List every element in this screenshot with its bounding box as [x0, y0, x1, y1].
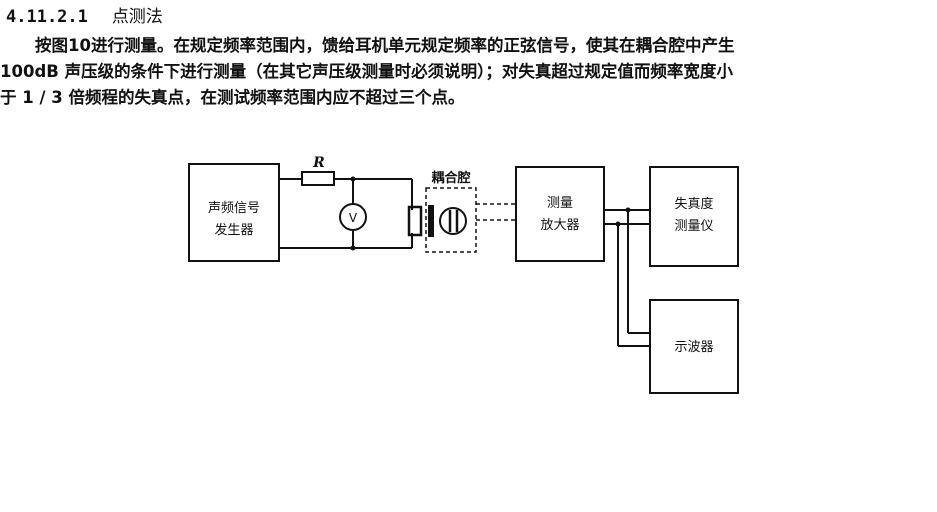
distortion-meter-box — [649, 166, 739, 267]
resistor-symbol — [301, 171, 335, 186]
oscilloscope-block: 示波器 — [649, 299, 739, 394]
top-wire — [279, 171, 413, 210]
signal-generator-box — [188, 163, 280, 262]
coupler-label: 耦合腔 — [431, 170, 470, 186]
oscilloscope-box — [649, 299, 739, 394]
paragraph-line-2: 100dB 声压级的条件下进行测量（在其它声压级测量时必须说明）；对失真超过规定… — [0, 62, 733, 81]
distortion-meter-label-2: 测量仪 — [674, 219, 713, 234]
section-number: 4.11.2.1 — [6, 7, 88, 27]
measuring-amplifier-block: 测量 放大器 — [515, 166, 605, 262]
paragraph-line-3: 于 1 / 3 倍频程的失真点，在测试频率范围内应不超过三个点。 — [0, 88, 465, 107]
distortion-meter-label-1: 失真度 — [674, 196, 713, 212]
earphone-symbol — [407, 205, 423, 237]
coupler-to-amplifier-wires — [476, 203, 516, 221]
oscilloscope-label: 示波器 — [674, 340, 713, 355]
coupler-dashed-box — [425, 187, 477, 253]
coupler-plate — [428, 205, 434, 237]
section-heading: 4.11.2.1 点测法 — [6, 2, 163, 27]
body-paragraph: 按图10进行测量。在规定频率范围内，馈给耳机单元规定频率的正弦信号，使其在耦合腔… — [0, 33, 930, 111]
microphone-symbol — [439, 207, 467, 235]
bottom-wire — [279, 233, 413, 251]
signal-generator-label-2: 发生器 — [214, 222, 253, 238]
amplifier-output-wires — [604, 207, 650, 347]
earphone-and-coupler — [407, 187, 477, 253]
resistor-label: R — [312, 155, 325, 171]
measuring-amplifier-label-2: 放大器 — [540, 218, 579, 233]
voltmeter-label: V — [349, 211, 358, 225]
measuring-amplifier-label-1: 测量 — [547, 196, 573, 211]
paragraph-line-1: 按图10进行测量。在规定频率范围内，馈给耳机单元规定频率的正弦信号，使其在耦合腔… — [35, 36, 735, 55]
signal-generator-block: 声频信号 发生器 — [188, 163, 280, 262]
section-title: 点测法 — [111, 7, 163, 27]
voltmeter: V — [339, 179, 367, 248]
signal-generator-label-1: 声频信号 — [208, 201, 260, 216]
measuring-amplifier-box — [515, 166, 605, 262]
distortion-meter-block: 失真度 测量仪 — [649, 166, 739, 267]
